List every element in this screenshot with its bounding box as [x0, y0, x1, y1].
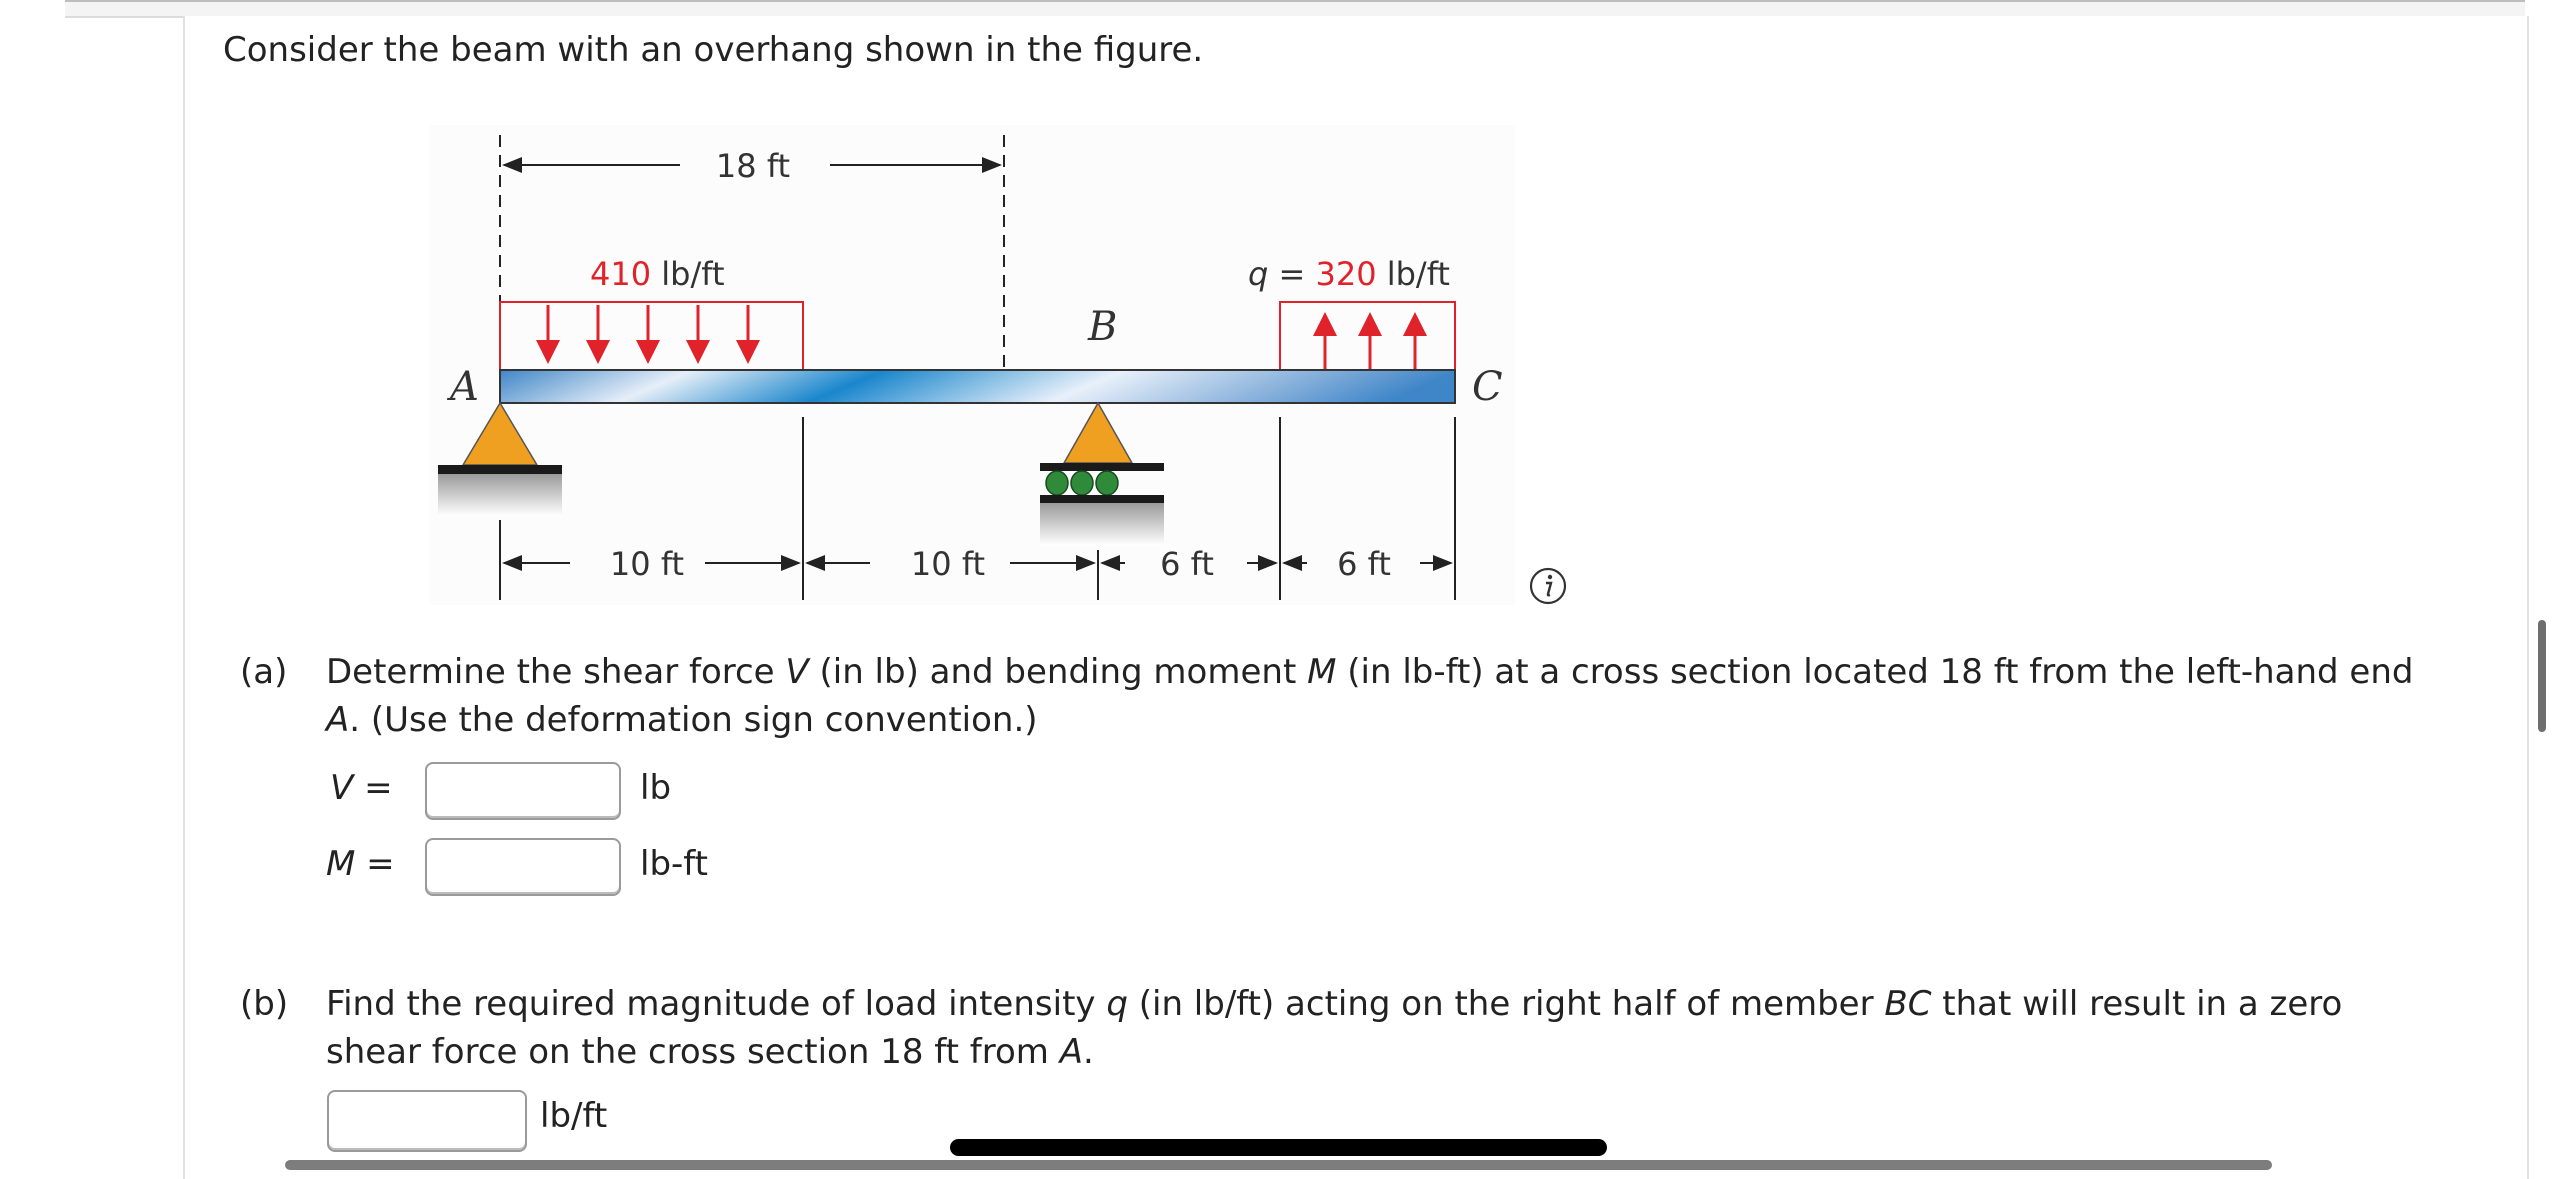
right-load-label: q = 320 lb/ft	[1248, 255, 1450, 293]
bending-moment-input[interactable]	[425, 838, 621, 896]
dim-2-label: 10 ft	[911, 545, 985, 583]
shear-force-input[interactable]	[425, 762, 621, 820]
m-equation-label: M =	[326, 844, 395, 884]
horizontal-scrollbar[interactable]	[285, 1160, 2272, 1170]
left-load-label: 410 lb/ft	[590, 255, 724, 293]
info-icon[interactable]	[1528, 566, 1568, 606]
dim-3-label: 6 ft	[1160, 545, 1214, 583]
intro-text: Consider the beam with an overhang shown…	[223, 30, 1204, 70]
dim-4-label: 6 ft	[1337, 545, 1391, 583]
part-b-question: Find the required magnitude of load inte…	[326, 984, 2343, 1072]
point-c-label: C	[1472, 364, 1503, 410]
dim-1-label: 10 ft	[610, 545, 684, 583]
point-b-label: B	[1087, 304, 1117, 350]
beam-figure: 18 ft 410 lb/ft q = 320 lb/ft A B C	[430, 125, 1515, 605]
load-intensity-unit: lb/ft	[540, 1096, 608, 1136]
v-equation-label: V =	[330, 768, 393, 808]
shear-force-unit: lb	[640, 768, 672, 808]
point-a-label: A	[446, 364, 479, 410]
part-a-label: (a)	[240, 652, 288, 692]
bending-moment-unit: lb-ft	[640, 844, 708, 884]
part-a-question: Determine the shear force V (in lb) and …	[326, 652, 2414, 740]
vertical-scrollbar[interactable]	[2538, 620, 2546, 732]
home-indicator[interactable]	[950, 1139, 1607, 1156]
load-intensity-input[interactable]	[327, 1090, 527, 1152]
dim-top-label: 18 ft	[716, 147, 790, 185]
part-b-label: (b)	[240, 984, 289, 1024]
